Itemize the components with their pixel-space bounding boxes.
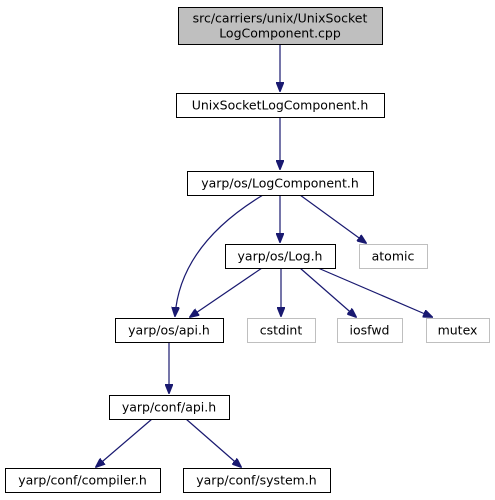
node-label: src/carriers/unix/UnixSocket (193, 11, 368, 26)
node-label: yarp/conf/system.h (196, 473, 316, 488)
edges-layer (96, 44, 432, 467)
node-box (109, 395, 230, 420)
node-cstdint: cstdint (247, 318, 316, 343)
nodes-layer: src/carriers/unix/UnixSocketLogComponent… (5, 7, 490, 493)
node-iosfwd: iosfwd (337, 318, 403, 343)
node-label: LogComponent.cpp (219, 26, 341, 41)
node-system_h[interactable]: yarp/conf/system.h (183, 468, 331, 493)
node-label: cstdint (260, 323, 303, 338)
node-label: yarp/os/LogComponent.h (201, 176, 359, 191)
node-box (359, 244, 428, 269)
edge-logcomponent_h-to-os_api_h (175, 194, 264, 316)
edge-log_h-to-iosfwd (299, 267, 356, 317)
node-label: yarp/conf/compiler.h (18, 473, 147, 488)
node-logcomponent_h[interactable]: yarp/os/LogComponent.h (187, 171, 374, 196)
node-label: yarp/os/api.h (128, 323, 210, 338)
node-box (5, 468, 161, 493)
node-mutex: mutex (426, 318, 490, 343)
node-unixsocketlog_h[interactable]: UnixSocketLogComponent.h (176, 93, 385, 118)
node-compiler_h[interactable]: yarp/conf/compiler.h (5, 468, 161, 493)
node-label: mutex (438, 323, 478, 338)
node-box (337, 318, 403, 343)
node-label: iosfwd (350, 323, 390, 338)
node-box (247, 318, 316, 343)
node-box (187, 171, 374, 196)
node-box (426, 318, 490, 343)
edge-log_h-to-mutex (317, 267, 432, 317)
node-root[interactable]: src/carriers/unix/UnixSocketLogComponent… (178, 7, 383, 45)
edge-log_h-to-os_api_h (190, 267, 263, 317)
node-label: yarp/conf/api.h (122, 400, 216, 415)
node-label: yarp/os/Log.h (238, 249, 323, 264)
node-box (176, 93, 385, 118)
edge-logcomponent_h-to-atomic (299, 194, 366, 243)
node-label: UnixSocketLogComponent.h (192, 98, 369, 113)
node-atomic: atomic (359, 244, 428, 269)
node-box (225, 244, 336, 269)
edge-conf_api_h-to-system_h (185, 418, 241, 467)
node-os_api_h[interactable]: yarp/os/api.h (115, 318, 224, 343)
node-conf_api_h[interactable]: yarp/conf/api.h (109, 395, 230, 420)
node-box (115, 318, 224, 343)
node-box (183, 468, 331, 493)
node-box (178, 7, 383, 45)
node-log_h[interactable]: yarp/os/Log.h (225, 244, 336, 269)
edge-conf_api_h-to-compiler_h (96, 418, 153, 467)
node-label: atomic (372, 249, 415, 264)
